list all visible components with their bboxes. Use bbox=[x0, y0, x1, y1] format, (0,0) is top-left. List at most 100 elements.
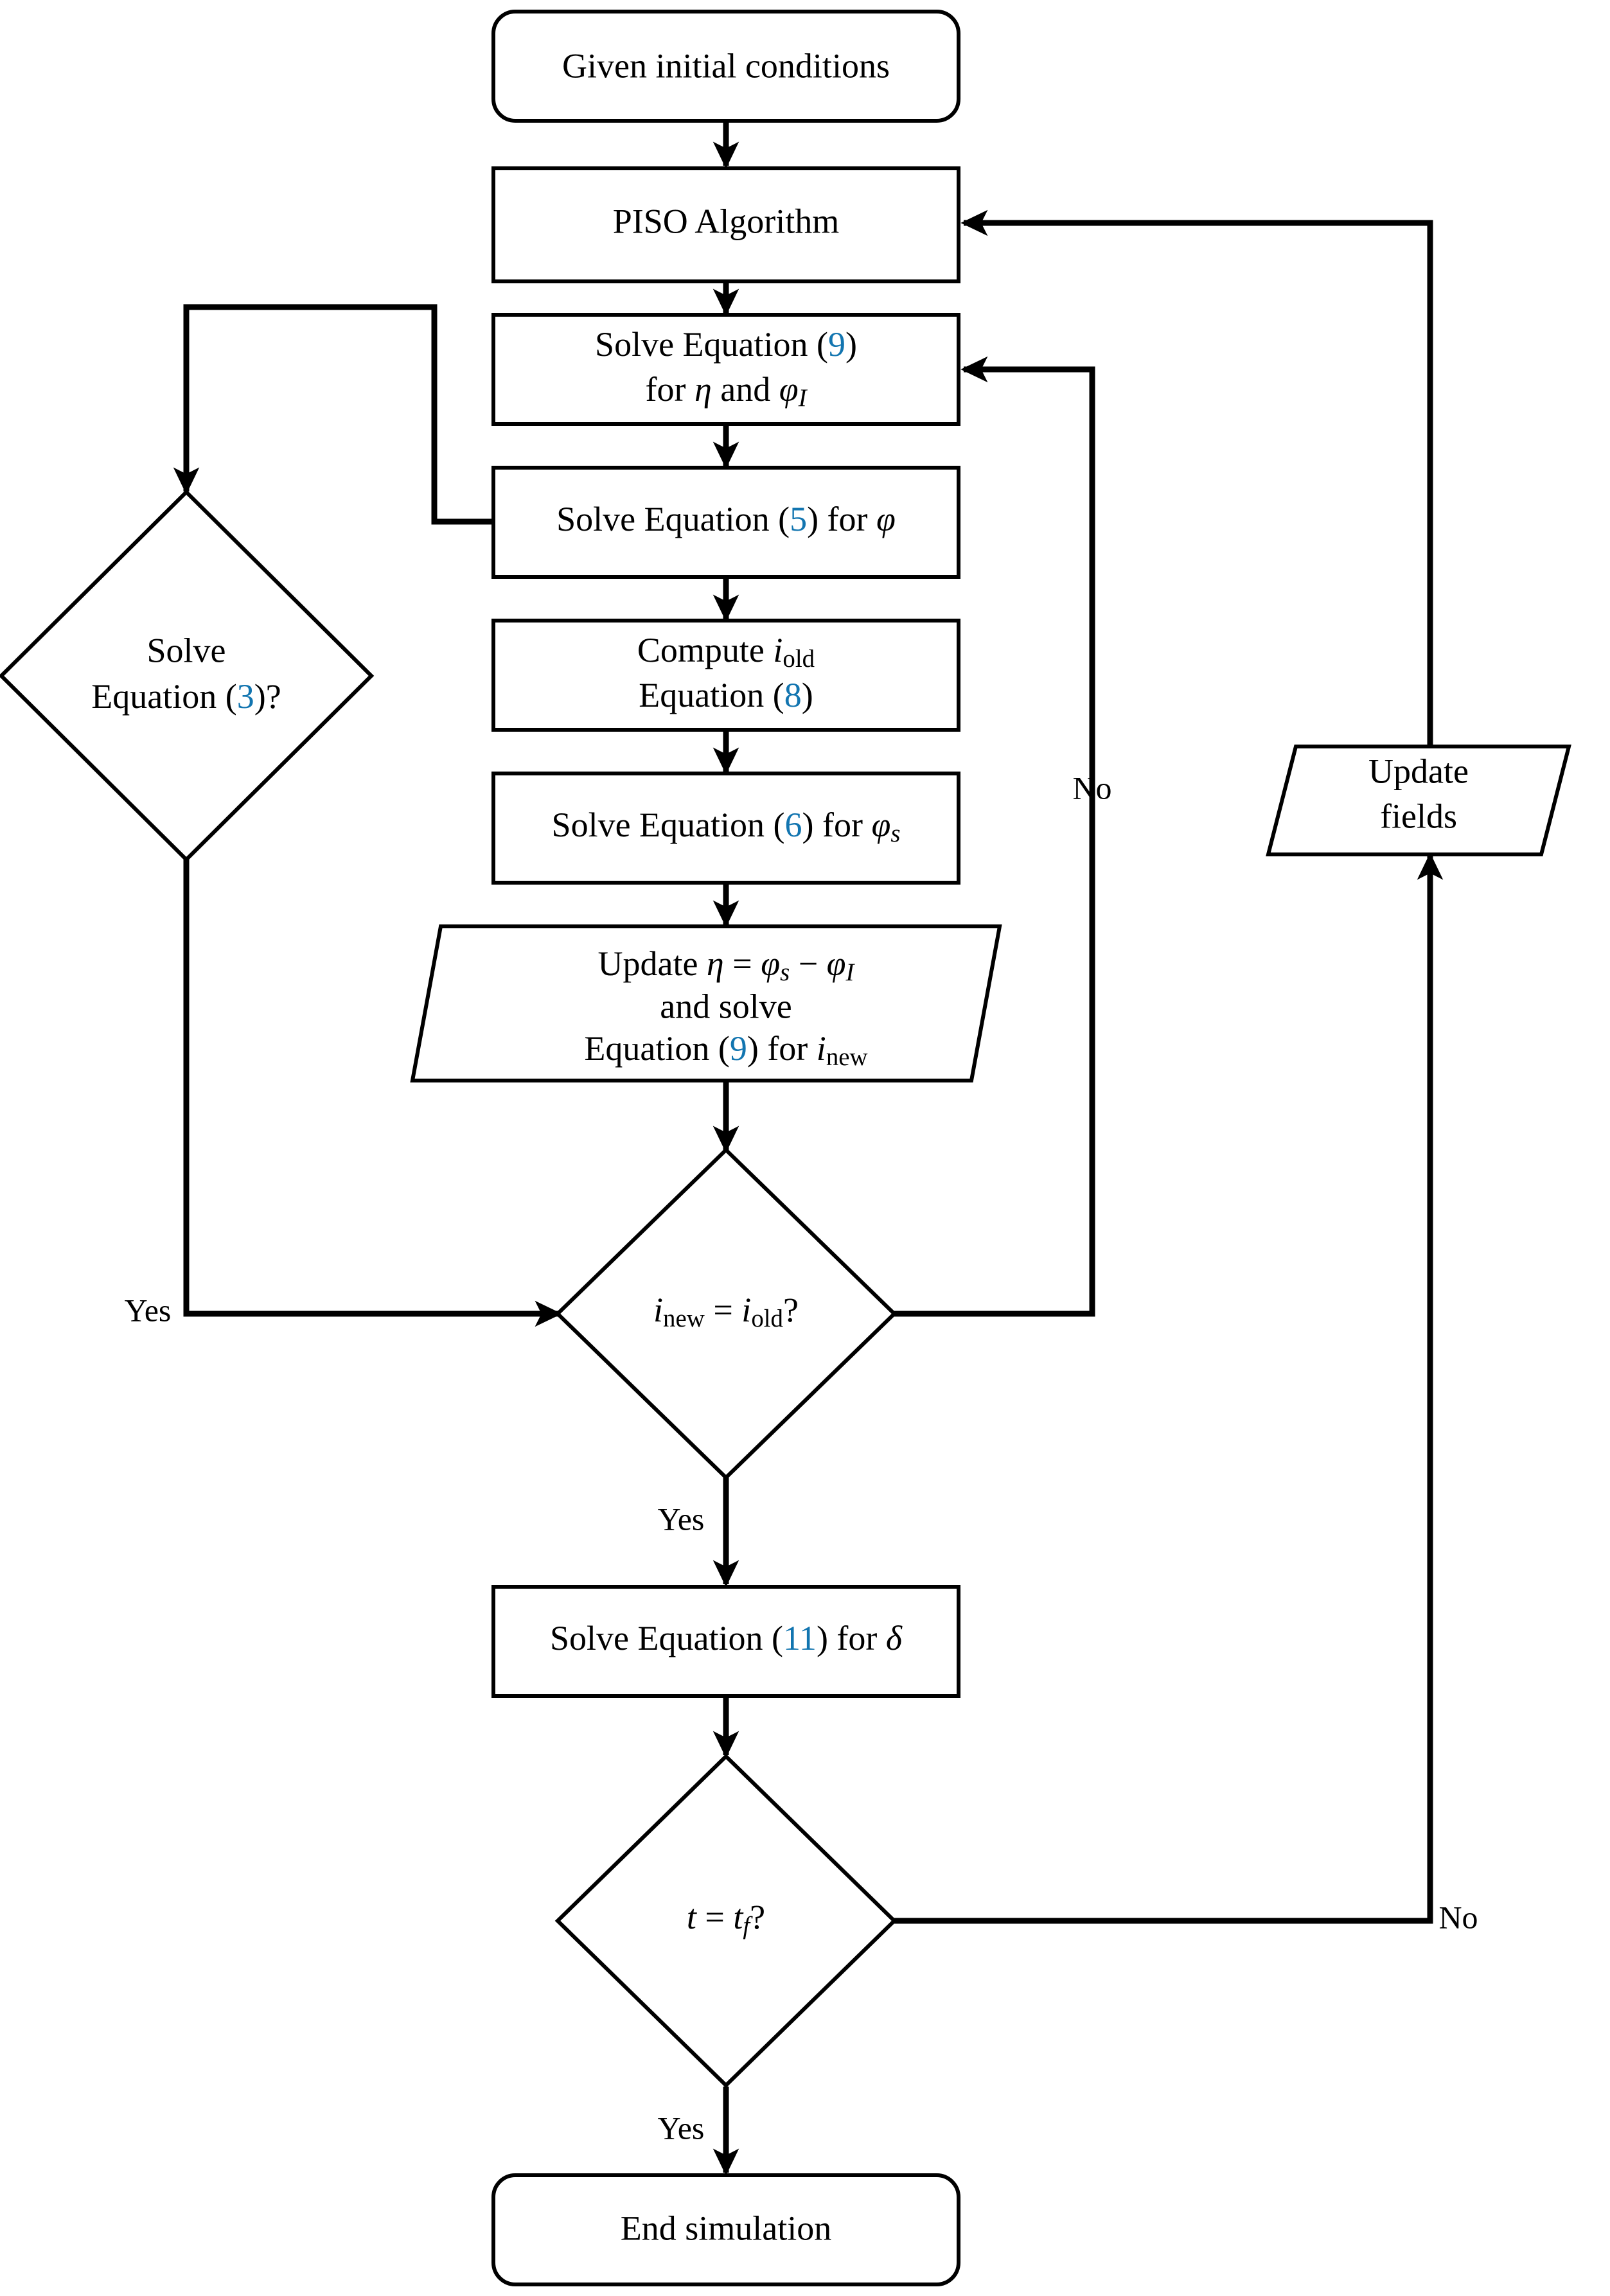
node-update-eta-solve-eq9[interactable]: Update η = φs − φI and solve Equation (9… bbox=[410, 924, 1002, 1082]
node-eq5-post: ) for bbox=[807, 500, 876, 538]
edge-label-decision-t-no: No bbox=[1438, 1899, 1478, 1935]
edge-decision-i-no-to-eq9 bbox=[894, 356, 1095, 1317]
node-update-phiI-symbol: φ bbox=[827, 944, 846, 983]
node-update-eta-line1: Update η = φs − φI bbox=[597, 944, 855, 985]
node-solve-eq5-phi[interactable]: Solve Equation (5) for φ bbox=[491, 466, 960, 579]
node-decision-t-equals: = bbox=[696, 1898, 733, 1936]
node-decision-t-label: t = tf? bbox=[687, 1898, 765, 1939]
node-decision-i-sub2: old bbox=[751, 1305, 783, 1332]
node-decision-eq3-post: )? bbox=[254, 677, 281, 716]
node-decision-i-new-equals-i-old[interactable]: inew = iold? bbox=[554, 1147, 898, 1481]
node-decision-eq3-line1: Solve bbox=[146, 631, 226, 669]
node-update-minus: − bbox=[790, 944, 826, 983]
edge-decision-t-no-to-update-fields bbox=[894, 852, 1444, 1924]
node-compute-eq-num: 8 bbox=[784, 676, 802, 714]
node-eq9-line1: Solve Equation (9) bbox=[595, 325, 857, 364]
node-decision-t-equals-tf[interactable]: t = tf? bbox=[554, 1753, 898, 2088]
node-update-eta-shape bbox=[410, 924, 1002, 1082]
node-start-shape bbox=[491, 10, 960, 123]
node-eq6-num: 6 bbox=[784, 806, 802, 844]
node-eq9-line1-num: 9 bbox=[828, 325, 845, 364]
node-solve-eq11-delta[interactable]: Solve Equation (11) for δ bbox=[491, 1585, 960, 1698]
node-decision-eq3-pre: Equation ( bbox=[91, 677, 236, 716]
node-decision-i-label: inew = iold? bbox=[653, 1291, 799, 1332]
node-end-simulation[interactable]: End simulation bbox=[491, 2173, 960, 2286]
node-eq9-line2-pre: for bbox=[645, 370, 694, 409]
node-update-eq9-post: ) for bbox=[747, 1029, 817, 1068]
node-eq9-shape bbox=[491, 313, 960, 426]
node-eq11-label: Solve Equation (11) for δ bbox=[550, 1619, 903, 1657]
node-update-fields-line1: Update bbox=[1368, 752, 1469, 790]
node-compute-i-subscript: old bbox=[783, 645, 815, 673]
node-compute-eq-post: ) bbox=[802, 676, 813, 714]
node-decision-solve-eq3[interactable]: Solve Equation (3)? bbox=[0, 489, 375, 863]
node-end-label: End simulation bbox=[621, 2209, 831, 2247]
node-decision-i-sub1: new bbox=[663, 1305, 705, 1332]
node-eq11-pre: Solve Equation ( bbox=[550, 1619, 783, 1657]
node-eq11-shape bbox=[491, 1585, 960, 1698]
node-end-shape bbox=[491, 2173, 960, 2286]
node-eq5-pre: Solve Equation ( bbox=[556, 500, 790, 538]
node-eq5-symbol: φ bbox=[876, 500, 896, 538]
node-piso-algorithm[interactable]: PISO Algorithm bbox=[491, 166, 960, 283]
node-update-phis-symbol: φ bbox=[761, 944, 780, 983]
node-compute-i-old[interactable]: Compute iold Equation (8) bbox=[491, 619, 960, 732]
node-solve-eq6-phis[interactable]: Solve Equation (6) for φs bbox=[491, 772, 960, 885]
node-update-eta-pre: Update bbox=[597, 944, 706, 983]
edge-decision-eq3-yes-to-decision-i bbox=[183, 860, 562, 1327]
node-decision-i-sym1: i bbox=[653, 1291, 663, 1329]
node-eq9-phi-symbol: φ bbox=[779, 370, 799, 409]
node-update-inew-subscript: new bbox=[826, 1043, 868, 1071]
edge-update-fields-to-piso bbox=[960, 209, 1433, 746]
node-update-eta-line3: Equation (9) for inew bbox=[584, 1029, 867, 1070]
node-solve-eq9-eta-phi[interactable]: Solve Equation (9) for η and φI bbox=[491, 313, 960, 426]
node-compute-i-symbol: i bbox=[773, 631, 783, 669]
node-compute-pre: Compute bbox=[637, 631, 774, 669]
node-given-initial-conditions[interactable]: Given initial conditions bbox=[491, 10, 960, 123]
node-eq6-shape bbox=[491, 772, 960, 885]
edge-label-decision-i-yes-down: Yes bbox=[658, 1501, 705, 1537]
node-eq9-line1-post: ) bbox=[845, 325, 857, 364]
node-eq6-post: ) for bbox=[802, 806, 871, 844]
node-update-fields-shape bbox=[1266, 745, 1571, 856]
node-eq11-symbol: δ bbox=[886, 1619, 903, 1657]
node-update-eq9-num: 9 bbox=[730, 1029, 747, 1068]
node-decision-i-sym2: i bbox=[741, 1291, 751, 1329]
node-update-eq9-pre: Equation ( bbox=[584, 1029, 729, 1068]
node-start-label: Given initial conditions bbox=[562, 46, 890, 85]
node-eq6-symbol: φ bbox=[871, 806, 890, 844]
node-decision-i-question: ? bbox=[783, 1291, 799, 1329]
node-update-eta-equals: = bbox=[724, 944, 761, 983]
node-decision-eq3-line2: Equation (3)? bbox=[91, 677, 281, 716]
node-update-phis-subscript: s bbox=[780, 958, 790, 986]
node-update-fields[interactable]: Update fields bbox=[1266, 745, 1571, 856]
node-eq5-label: Solve Equation (5) for φ bbox=[556, 500, 896, 538]
node-update-eta-symbol: η bbox=[707, 944, 724, 983]
node-compute-line1: Compute iold bbox=[637, 631, 815, 672]
node-piso-shape bbox=[491, 166, 960, 283]
node-decision-eq3-num: 3 bbox=[237, 677, 254, 716]
node-decision-t-shape bbox=[554, 1753, 898, 2088]
node-decision-i-shape bbox=[554, 1147, 898, 1481]
node-decision-t-sym2: t bbox=[733, 1898, 744, 1936]
node-update-inew-symbol: i bbox=[817, 1029, 826, 1068]
node-compute-line2: Equation (8) bbox=[639, 676, 813, 714]
node-eq11-post: ) for bbox=[817, 1619, 886, 1657]
node-eq9-eta-symbol: η bbox=[694, 370, 712, 409]
edge-eq5-to-decision-eq3 bbox=[173, 304, 491, 525]
edge-label-decision-i-yes: Yes bbox=[125, 1292, 172, 1328]
node-eq9-line1-pre: Solve Equation ( bbox=[595, 325, 828, 364]
node-decision-t-question: ? bbox=[750, 1898, 765, 1936]
node-eq9-phi-subscript: I bbox=[798, 384, 808, 412]
edge-label-decision-t-yes: Yes bbox=[658, 2110, 705, 2146]
node-eq6-symbol-subscript: s bbox=[890, 820, 900, 847]
node-piso-label: PISO Algorithm bbox=[613, 202, 840, 240]
node-compute-shape bbox=[491, 619, 960, 732]
node-eq5-shape bbox=[491, 466, 960, 579]
node-eq6-pre: Solve Equation ( bbox=[552, 806, 785, 844]
node-eq5-num: 5 bbox=[790, 500, 807, 538]
node-decision-eq3-shape bbox=[0, 489, 375, 863]
node-eq9-line2-mid: and bbox=[712, 370, 779, 409]
